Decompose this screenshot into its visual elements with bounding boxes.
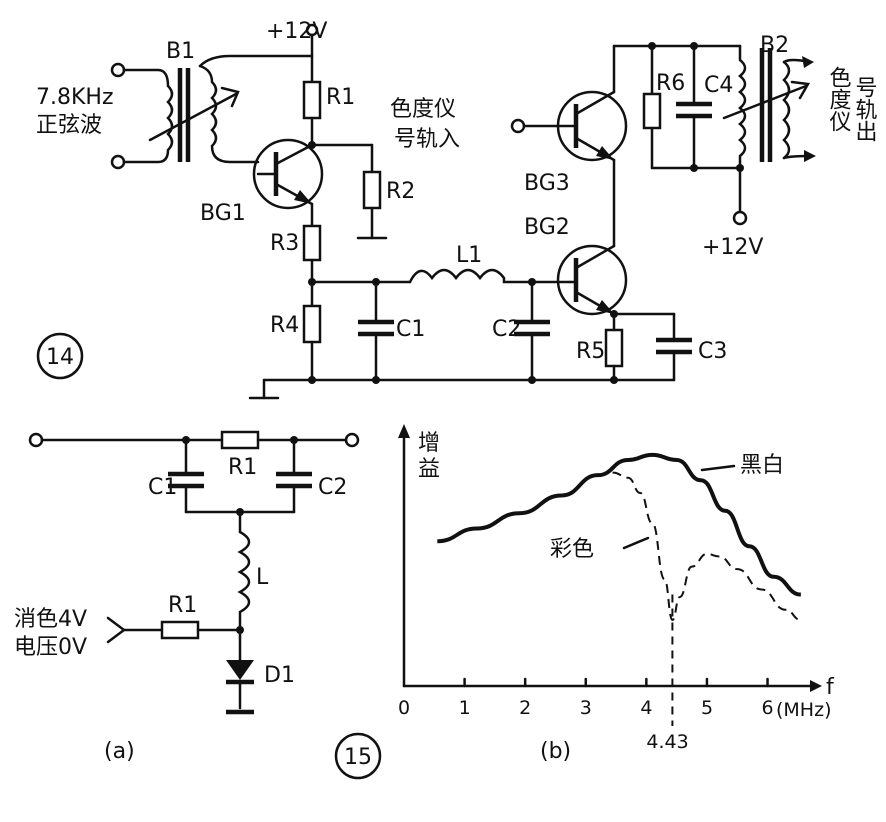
fig15a-c2-label: C2 [318,475,347,500]
chroma-in-label-1: 色度仪 [390,97,456,122]
r5-resistor [604,328,624,368]
x-label: f [826,675,835,700]
input-wave-label: 正弦波 [36,113,102,138]
r4-label: R4 [270,313,299,338]
b1-secondary-coil [198,64,260,164]
x-tick-label: 4 [640,697,652,719]
x-tick-label: 3 [580,697,592,719]
fig15a-control-input [106,616,127,644]
fig15a-control-label-2: 电压0V [14,635,87,660]
bg3-label: BG3 [524,171,570,196]
x-unit: (MHz) [776,699,831,721]
bg1-transistor [252,138,324,210]
supply-top-label: +12V [266,19,327,44]
output-arrow-bottom [804,150,816,162]
bg1-label: BG1 [200,201,246,226]
supply-terminal-right [732,210,748,226]
bg2-label: BG2 [524,215,570,240]
series-label-leader [700,464,736,472]
fig15a-terminal-right [344,432,360,448]
fig15b-chart: 0 1 2 3 4 5 6 增 益 f (MHz) 4.43 黑白 彩色 (b) [398,424,835,764]
y-label-1: 增 [418,431,440,456]
marker-label: 4.43 [646,731,688,753]
fig15a-l-label: L [256,565,269,590]
series-line-color [597,471,802,621]
b1-tuning-arrow [148,92,238,142]
x-tick-label: 0 [398,697,410,719]
x-tick-label: 5 [701,697,713,719]
fig14-circuit: +12V +12V B1 B2 7.8KHz 正弦波 色度仪 号轨入 色度仪 号… [36,19,878,400]
b2-secondary-coil [782,60,791,160]
chroma-out-label-2: 号轨出 [852,76,878,142]
r6-label: R6 [656,71,685,96]
r3-resistor [302,224,322,262]
fig15a-circuit: C1 C2 R1 L R1 D1 消色4V 电压0V (a) 15 [14,430,382,780]
fig14-number-circle [36,332,84,380]
chroma-input-terminal [510,118,526,134]
x-ticks: 0 1 2 3 4 5 6 [398,677,774,719]
r4-resistor [302,304,322,344]
series-line-bw [437,452,802,597]
x-tick-label: 2 [519,697,531,719]
l1-inductor [408,268,534,284]
input-freq-label: 7.8KHz [36,85,114,110]
fig15a-r1-bottom [160,620,200,640]
b2-tuning-arrow [722,84,808,120]
input-terminal-top [110,62,126,78]
input-terminal-bottom [110,154,126,170]
fig15-number-circle [334,732,382,780]
fig15a-diode [226,660,254,680]
output-arrow-top [802,56,814,68]
x-tick-label: 1 [459,697,471,719]
r2-resistor [362,170,382,210]
b1-label: B1 [166,39,195,64]
series-label-leader [622,536,650,550]
fig15a-terminal-left [28,432,44,448]
series-label-bw: 黑白 [740,453,784,478]
b1-primary-coil [122,68,174,164]
r1-label: R1 [326,85,355,110]
b2-label: B2 [760,33,789,58]
fig15a-c1-label: C1 [148,475,177,500]
y-axis-arrow [398,424,410,438]
b2-primary-coil [738,44,747,170]
series-label-color: 彩色 [550,537,594,562]
x-axis-arrow [810,680,822,692]
r3-label: R3 [270,231,299,256]
x-tick-label: 6 [762,697,774,719]
fig15a-inductor [237,530,251,632]
c2-label: C2 [492,317,521,342]
fig14-number: 14 [46,345,74,370]
c4-label: C4 [704,73,733,98]
chroma-in-label-2: 号轨入 [394,127,460,152]
r1-resistor [302,80,322,120]
fig15a-panel-label: (a) [104,739,135,764]
chroma-out-label-1: 色度仪 [826,66,852,132]
bg2-transistor [556,244,628,316]
c1-label: C1 [396,317,425,342]
fig15a-control-label-1: 消色4V [14,607,87,632]
r6-resistor [642,92,662,130]
y-label-2: 益 [418,457,440,482]
c3-label: C3 [698,339,727,364]
l1-label: L1 [456,243,482,268]
fig15b-panel-label: (b) [540,739,571,764]
fig15a-d1-label: D1 [264,663,295,688]
fig15a-r1-top [220,430,260,450]
fig15a-r1-bottom-label: R1 [168,593,197,618]
r2-label: R2 [386,179,415,204]
fig15-number: 15 [344,745,372,770]
r5-label: R5 [576,339,605,364]
fig15a-r1-top-label: R1 [228,455,257,480]
series-layer [437,452,802,726]
supply-right-label: +12V [702,235,763,260]
